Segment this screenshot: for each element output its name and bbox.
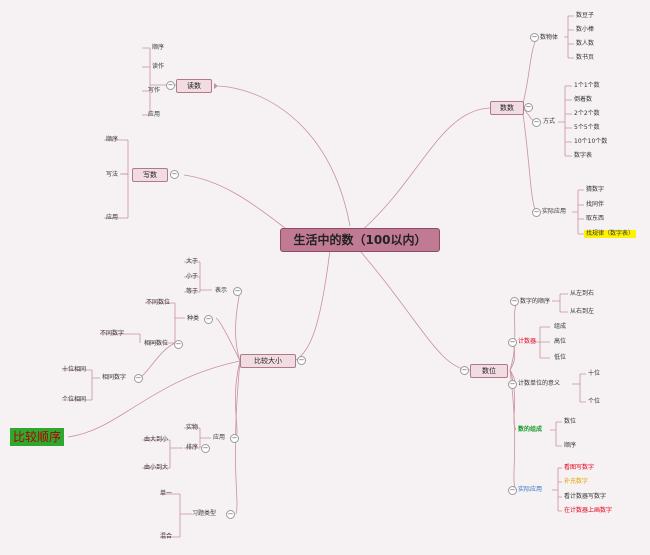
xiaodao-label: 由小到大 bbox=[144, 464, 169, 471]
biaoshi-item: 等于 bbox=[186, 288, 199, 295]
collapse-toggle[interactable]: − bbox=[508, 338, 517, 347]
yiyi-item: 个位 bbox=[588, 398, 601, 405]
xieshu-item: 写法 bbox=[106, 171, 119, 178]
yingyong-label: 应用 bbox=[213, 434, 226, 441]
jishuqi-item: 低位 bbox=[554, 354, 567, 361]
collapse-toggle[interactable]: − bbox=[233, 287, 242, 296]
fangshi-item: 倒着数 bbox=[574, 96, 593, 103]
shiwu-label: 实物 bbox=[186, 424, 199, 431]
collapse-toggle[interactable]: − bbox=[226, 510, 235, 519]
fangshi-item: 5个5个数 bbox=[574, 124, 600, 131]
shiwei-label: 十位相同 bbox=[62, 366, 87, 373]
dushu-item: 读作 bbox=[152, 63, 165, 70]
shunxu-item: 从左到右 bbox=[570, 290, 595, 297]
jishuqi-label: 计数器 bbox=[518, 338, 537, 345]
shuwei-shiji-item: 在计数器上画数字 bbox=[564, 507, 613, 514]
shuwei-shiji-label: 实际应用 bbox=[518, 486, 543, 493]
shiji-label: 实际应用 bbox=[542, 208, 567, 215]
xieshu-item: 应用 bbox=[106, 214, 119, 221]
dushu-item: 写作 bbox=[148, 87, 161, 94]
biaoshi-item: 大于 bbox=[186, 258, 199, 265]
shunxu-label: 数字的顺序 bbox=[520, 298, 551, 305]
xieshu-item: 顺序 bbox=[106, 136, 119, 143]
collapse-toggle[interactable]: − bbox=[532, 118, 541, 127]
jishuqi-item: 高位 bbox=[554, 338, 567, 345]
collapse-toggle[interactable]: − bbox=[510, 297, 519, 306]
collapse-toggle[interactable]: − bbox=[460, 366, 469, 375]
collapse-toggle[interactable]: − bbox=[508, 380, 517, 389]
zucheng-item: 数位 bbox=[564, 418, 577, 425]
gewei-label: 个位相同 bbox=[62, 396, 87, 403]
fangshi-label: 方式 bbox=[543, 118, 556, 125]
zucheng-label: 数的组成 bbox=[518, 426, 543, 433]
collapse-toggle[interactable]: − bbox=[532, 208, 541, 217]
shiji-item: 猜数字 bbox=[586, 186, 605, 193]
collapse-toggle[interactable]: − bbox=[508, 486, 517, 495]
paixu-label: 排序 bbox=[186, 444, 199, 451]
biaoshi-label: 表示 bbox=[215, 287, 228, 294]
xiangtong-shuzi-label: 相同数字 bbox=[102, 374, 127, 381]
shiji-item-highlight: 找规律（数字表） bbox=[584, 230, 637, 238]
collapse-toggle[interactable]: − bbox=[204, 315, 213, 324]
collapse-toggle[interactable]: − bbox=[134, 374, 143, 383]
shuwei-shiji-item: 看图写数字 bbox=[564, 464, 595, 471]
xiangtong-label: 相同数位 bbox=[144, 340, 169, 347]
wuti-item: 数书页 bbox=[576, 54, 595, 61]
yiyi-item: 十位 bbox=[588, 370, 601, 377]
dushu-item: 顺序 bbox=[152, 44, 165, 51]
dushu-item: 应用 bbox=[148, 111, 161, 118]
root-topic[interactable]: 生活中的数（100以内） bbox=[280, 228, 440, 252]
shunxu-item: 从右到左 bbox=[570, 308, 595, 315]
butong-label: 不同数位 bbox=[146, 299, 171, 306]
collapse-toggle[interactable]: − bbox=[297, 356, 306, 365]
dadao-label: 由大到小 bbox=[144, 436, 169, 443]
collapse-toggle[interactable]: − bbox=[530, 33, 539, 42]
fangshi-item: 1个1个数 bbox=[574, 82, 600, 89]
collapse-toggle[interactable]: − bbox=[230, 434, 239, 443]
zucheng-item: 顺序 bbox=[564, 442, 577, 449]
xiti-item: 单一 bbox=[160, 490, 173, 497]
shiji-item: 找同伴 bbox=[586, 201, 605, 208]
collapse-toggle[interactable]: − bbox=[166, 81, 175, 90]
topic-dushu[interactable]: 读数 bbox=[176, 79, 212, 93]
wuti-item: 数豆子 bbox=[576, 12, 595, 19]
xiti-label: 习题类型 bbox=[192, 510, 217, 517]
biaoshi-item: 小于 bbox=[186, 273, 199, 280]
collapse-toggle[interactable]: − bbox=[524, 103, 533, 112]
fangshi-item: 数字表 bbox=[574, 152, 593, 159]
butong-shuzi-label: 不同数字 bbox=[100, 330, 125, 337]
collapse-toggle[interactable]: − bbox=[201, 444, 210, 453]
wuti-item: 数人数 bbox=[576, 40, 595, 47]
collapse-toggle[interactable]: − bbox=[174, 340, 183, 349]
xiti-item: 混合 bbox=[160, 533, 173, 540]
topic-xieshu[interactable]: 写数 bbox=[132, 168, 168, 182]
collapse-toggle[interactable]: − bbox=[170, 170, 179, 179]
fangshi-item: 10个10个数 bbox=[574, 138, 608, 145]
wuti-label: 数物体 bbox=[540, 34, 559, 41]
floating-topic[interactable]: 比较顺序 bbox=[10, 428, 65, 446]
topic-bijiao[interactable]: 比较大小 bbox=[240, 354, 296, 368]
fangshi-item: 2个2个数 bbox=[574, 110, 600, 117]
shiji-item: 取东西 bbox=[586, 215, 605, 222]
shuwei-shiji-item: 补充数字 bbox=[564, 478, 589, 485]
yiyi-label: 计数单位的意义 bbox=[518, 380, 561, 387]
topic-shushu[interactable]: 数数 bbox=[490, 101, 524, 115]
jishuqi-item: 组成 bbox=[554, 323, 567, 330]
shuwei-shiji-item: 看计数器写数字 bbox=[564, 493, 607, 500]
zhonglei-label: 种类 bbox=[187, 315, 200, 322]
topic-shuwei[interactable]: 数位 bbox=[470, 364, 508, 378]
wuti-item: 数小棒 bbox=[576, 26, 595, 33]
